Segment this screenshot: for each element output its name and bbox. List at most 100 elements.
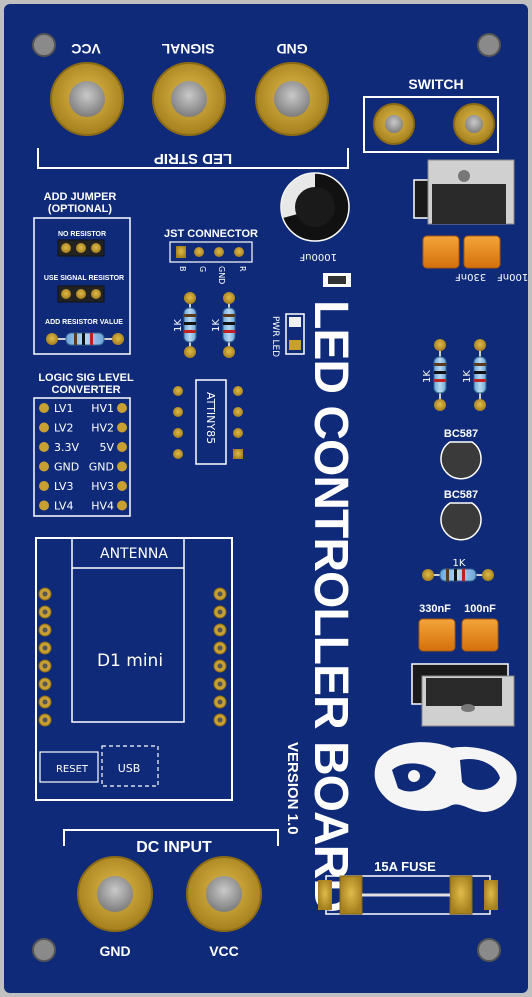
board-version: VERSION 1.0 — [284, 742, 301, 835]
level-converter-pad-right[interactable] — [117, 403, 127, 413]
resistor-r1[interactable] — [183, 292, 197, 358]
switch-section: SWITCH — [363, 76, 499, 153]
d1mini-name: D1 mini — [97, 651, 163, 671]
level-converter-pad-right[interactable] — [117, 461, 127, 472]
d1mini-module: ANTENNA D1 mini RESET USB — [35, 537, 233, 801]
d1mini-pin-hole — [217, 645, 223, 651]
resistor-r4-label: 1K — [462, 370, 473, 383]
capacitor-330nf-top-label: 330nF — [455, 271, 486, 282]
pwr-led[interactable] — [285, 313, 305, 355]
board-title: LED CONTROLLER BOARD — [304, 300, 357, 912]
resistor-r1-label: 1K — [173, 319, 184, 332]
transistor-1[interactable] — [440, 441, 482, 480]
capacitor-330nf-bottom[interactable] — [418, 618, 456, 652]
attiny85-label: ATTINY85 — [204, 392, 217, 444]
transistor-1-label: BC587 — [444, 428, 478, 440]
level-converter-title-1: LOGIC SIG LEVEL — [38, 372, 134, 384]
jumper-add-resistor-value: ADD RESISTOR VALUE — [45, 319, 123, 326]
capacitor-100nf-bottom[interactable] — [461, 618, 499, 652]
level-converter-pad-left[interactable] — [39, 442, 49, 452]
d1mini-reset-button — [39, 751, 99, 783]
capacitor-1000uf-label: 1000uF — [299, 251, 337, 262]
resistor-r5-label: 1K — [453, 558, 466, 569]
d1mini-usb-outline — [101, 745, 159, 787]
d1mini-pin-hole — [217, 591, 223, 597]
level-converter-label-right: HV3 — [91, 480, 114, 493]
switch-pad-2[interactable] — [453, 103, 495, 145]
led-strip-pad-gnd[interactable] — [255, 62, 329, 136]
led-strip-pad-vcc[interactable] — [50, 62, 124, 136]
jumper-outline — [33, 217, 131, 355]
transistor-2-label: BC587 — [444, 489, 478, 501]
jumper-header-1[interactable] — [57, 239, 105, 257]
level-converter-label-left: GND — [54, 461, 79, 474]
dc-input-gnd-label: GND — [99, 943, 130, 959]
led-strip-pad-signal[interactable] — [152, 62, 226, 136]
led-strip-label: LED STRIP — [154, 150, 232, 167]
resistor-r3[interactable] — [433, 339, 447, 411]
d1mini-pin-hole — [42, 609, 48, 615]
jumper-header-2[interactable] — [57, 285, 105, 303]
d1mini-pin-hole — [42, 591, 48, 597]
jumper-use-signal-resistor: USE SIGNAL RESISTOR — [44, 275, 124, 282]
d1mini-pin-hole — [42, 645, 48, 651]
voltage-regulator-top[interactable] — [413, 159, 515, 225]
dc-input-pad-vcc[interactable] — [186, 856, 262, 932]
voltage-regulator-bottom[interactable] — [411, 663, 515, 727]
resistor-r3-label: 1K — [422, 370, 433, 383]
switch-pad-1[interactable] — [373, 103, 415, 145]
jst-connector[interactable] — [169, 241, 253, 263]
level-converter-pad-right[interactable] — [117, 442, 127, 452]
d1mini-pin-hole — [42, 681, 48, 687]
dc-input-bracket — [63, 829, 279, 846]
level-converter-pad-right[interactable] — [117, 500, 127, 511]
led-strip-pad-label-gnd: GND — [276, 41, 307, 57]
jst-pin-b: B — [178, 266, 187, 272]
transistor-2[interactable] — [440, 502, 482, 541]
capacitor-100nf-top-label: 100nF — [497, 271, 528, 282]
pwr-led-label: PWR LED — [270, 316, 280, 357]
level-converter-pad-left[interactable] — [39, 500, 49, 511]
fuse-holder[interactable] — [318, 875, 498, 915]
d1mini-antenna-label: ANTENNA — [100, 546, 168, 562]
decorative-artwork — [374, 742, 517, 812]
level-converter-pad-left[interactable] — [39, 481, 49, 491]
level-converter-pad-left[interactable] — [39, 403, 49, 413]
fuse-section: 15A FUSE — [318, 859, 498, 915]
resistor-r5[interactable] — [422, 568, 494, 582]
level-converter-label-left: LV1 — [54, 402, 73, 415]
d1mini-pin-hole — [42, 663, 48, 669]
resistor-r4[interactable] — [473, 339, 487, 411]
resistor-r2[interactable] — [222, 292, 236, 358]
jumper-resistor[interactable] — [46, 332, 124, 346]
attiny85-chip[interactable] — [173, 379, 243, 465]
capacitor-100nf-top[interactable] — [463, 235, 501, 269]
capacitor-330nf-bottom-label: 330nF — [419, 603, 451, 615]
switch-label: SWITCH — [408, 76, 463, 92]
level-converter-pad-left[interactable] — [39, 461, 49, 472]
dc-input-section: DC INPUT GND VCC — [63, 829, 279, 959]
level-converter-pad-left[interactable] — [39, 422, 49, 433]
level-converter-pad-right[interactable] — [117, 481, 127, 491]
capacitor-330nf-top[interactable] — [422, 235, 460, 269]
board-substrate — [4, 4, 528, 993]
level-converter-label-right: HV4 — [91, 500, 114, 513]
level-converter-label-right: 5V — [99, 441, 114, 454]
level-converter-pad-right[interactable] — [117, 422, 127, 433]
d1mini-header-pins — [38, 587, 227, 727]
d1mini-pin-hole — [42, 717, 48, 723]
level-converter-label-left: 3.3V — [54, 441, 79, 454]
dc-input-pad-gnd[interactable] — [77, 856, 153, 932]
d1mini-pin-hole — [42, 699, 48, 705]
resistor-r2-label: 1K — [211, 319, 222, 332]
dc-input-vcc-label: VCC — [209, 943, 239, 959]
capacitor-100nf-bottom-label: 100nF — [464, 603, 496, 615]
level-converter-section: LOGIC SIG LEVEL CONVERTER — [33, 372, 134, 517]
capacitor-1000uf[interactable] — [280, 172, 350, 242]
jst-pin-gnd: GND — [217, 266, 226, 284]
jumper-title-1: ADD JUMPER — [44, 191, 117, 203]
d1mini-pin-hole — [217, 663, 223, 669]
d1mini-pin-hole — [217, 717, 223, 723]
